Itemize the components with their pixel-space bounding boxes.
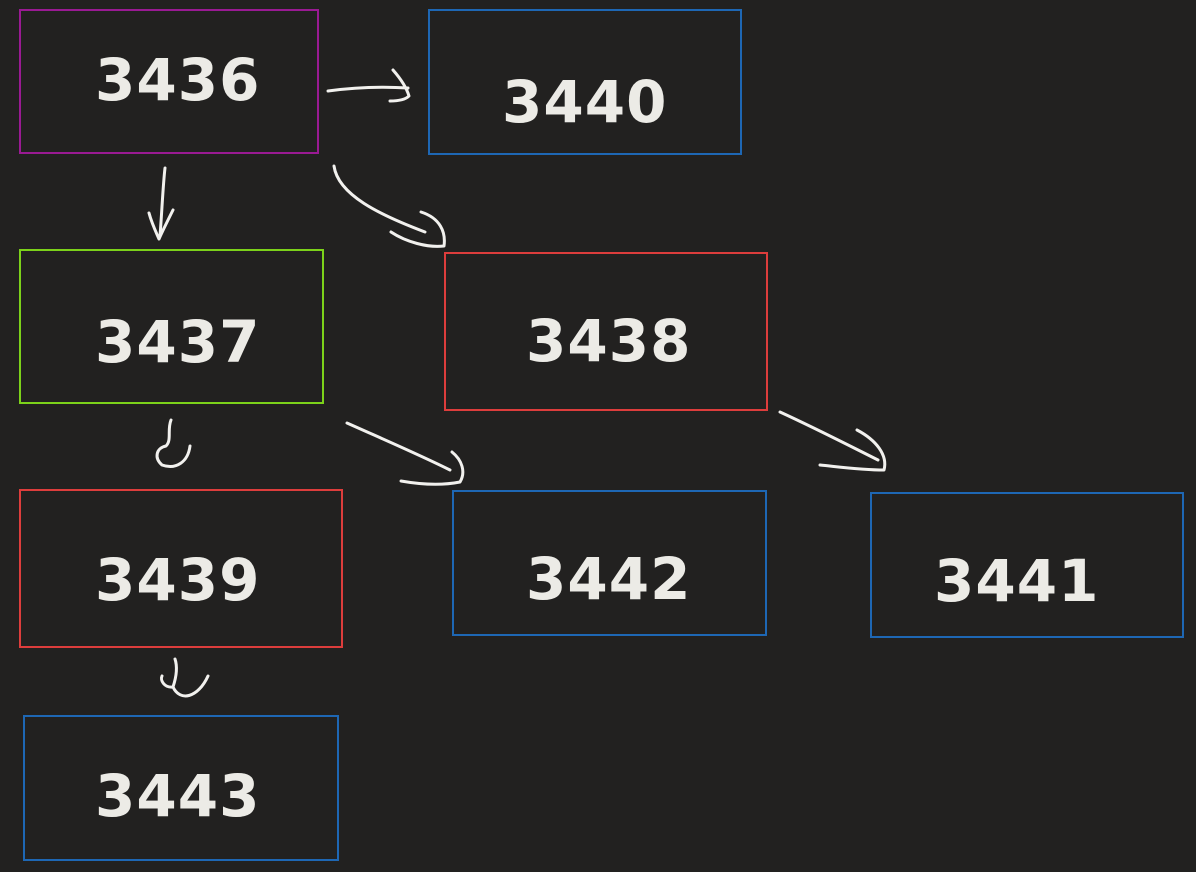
node-3441-label: 3441: [934, 547, 1100, 615]
arrow-3436-to-3440: [326, 68, 411, 103]
arrow-3438-to-3441: [778, 410, 887, 472]
node-3443: 3443: [23, 715, 339, 861]
arrow-3436-to-3437: [147, 166, 175, 241]
node-3436-label: 3436: [95, 46, 261, 114]
node-3438-label: 3438: [526, 307, 692, 375]
node-3438: 3438: [444, 252, 768, 411]
node-3436: 3436: [19, 9, 319, 154]
arrow-3437-to-3442: [345, 421, 465, 486]
node-3441: 3441: [870, 492, 1184, 638]
node-3437: 3437: [19, 249, 324, 404]
node-3439-label: 3439: [95, 546, 261, 614]
node-3440-label: 3440: [502, 68, 668, 136]
node-3437-label: 3437: [95, 308, 261, 376]
node-3443-label: 3443: [95, 762, 261, 830]
node-3440: 3440: [428, 9, 742, 155]
node-3442: 3442: [452, 490, 767, 636]
node-3442-label: 3442: [526, 545, 692, 613]
arrow-3439-to-3443: [160, 657, 210, 698]
arrow-3437-to-3439: [155, 418, 192, 468]
arrow-3436-to-3438: [332, 164, 446, 248]
node-3439: 3439: [19, 489, 343, 648]
